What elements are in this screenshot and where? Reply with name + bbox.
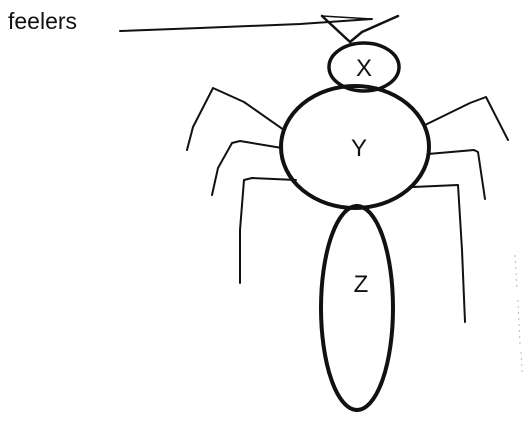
head-label: X <box>356 55 372 82</box>
leg-right-front <box>425 97 508 140</box>
leg-left-middle <box>212 141 282 195</box>
leg-left-front <box>187 88 284 150</box>
feelers-label: feelers <box>8 8 77 34</box>
thorax-label: Y <box>351 135 367 162</box>
feelers-pointer-line <box>120 19 372 31</box>
scan-edge-marks <box>515 255 522 372</box>
leg-right-middle <box>428 150 485 199</box>
leg-left-hind <box>240 178 296 283</box>
abdomen-label: Z <box>354 271 369 298</box>
feeler-top-edge <box>322 16 372 19</box>
leg-right-hind <box>413 185 465 322</box>
abdomen-ellipse <box>321 206 393 410</box>
